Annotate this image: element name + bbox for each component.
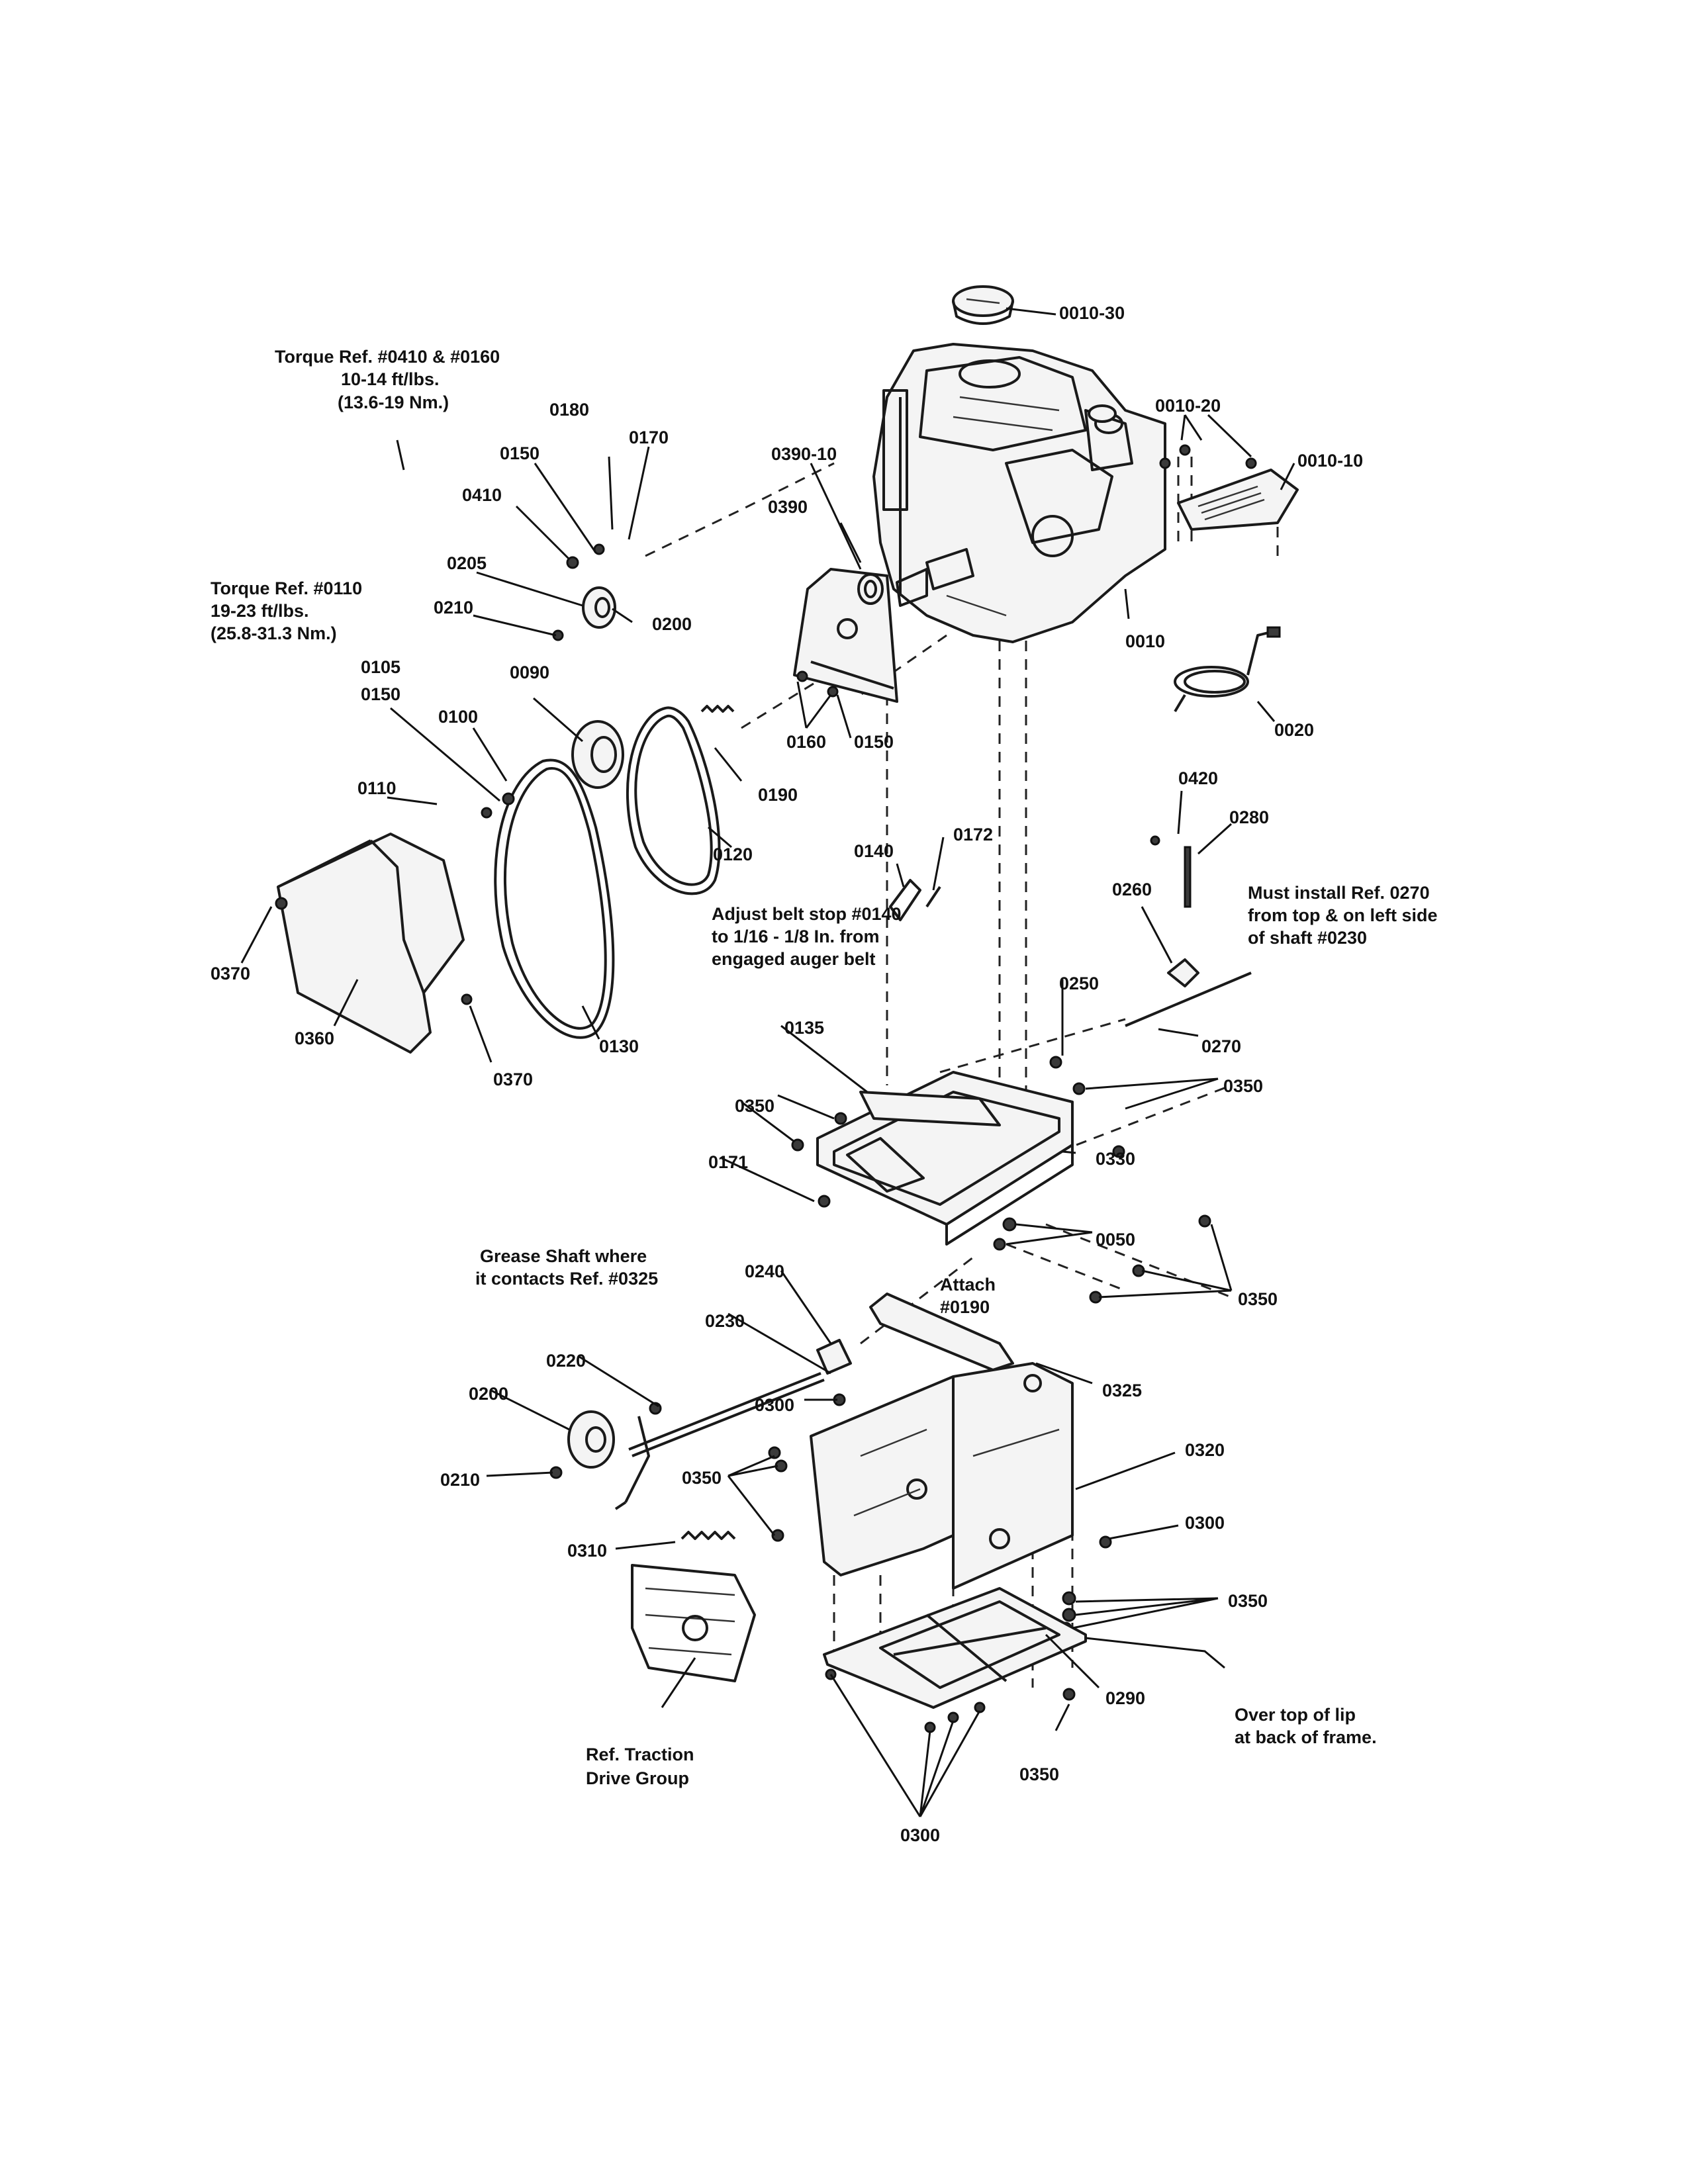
engine [872,285,1166,643]
label-0350: 0350 [1019,1764,1059,1784]
label-0210: 0210 [434,598,473,617]
base-plate [823,1587,1087,1709]
label-0370: 0370 [211,964,250,983]
label-0172: 0172 [953,825,993,844]
label-0120: 0120 [713,844,753,864]
label-0310: 0310 [567,1541,607,1561]
label-0350: 0350 [1238,1289,1278,1309]
heat-shield [1177,469,1299,531]
label-0050: 0050 [1096,1230,1135,1250]
traction-drive-group [631,1531,756,1682]
label-0300: 0300 [1185,1513,1225,1533]
leader-lines [240,307,1295,1817]
label-0210: 0210 [440,1470,480,1490]
label-0150: 0150 [500,443,539,463]
belts [494,706,721,1039]
label-0330: 0330 [1096,1149,1135,1169]
label-0250: 0250 [1059,974,1099,993]
install-0270-note-line3: of shaft #0230 [1248,928,1367,948]
label-0100: 0100 [438,707,478,727]
label-0150: 0150 [361,684,400,704]
label-0010-30: 0010-30 [1059,303,1125,323]
lip-note-line2: at back of frame. [1235,1727,1377,1747]
torque-note-0410-line1: Torque Ref. #0410 & #0160 [275,347,500,367]
label-0350: 0350 [1223,1076,1263,1096]
label-0160: 0160 [786,732,826,752]
label-0350: 0350 [682,1468,722,1488]
frame [810,1362,1074,1590]
label-0130: 0130 [599,1036,639,1056]
torque-note-0110-line2: 19-23 ft/lbs. [211,601,309,621]
starter-cable [1174,626,1281,713]
label-0290: 0290 [1105,1688,1145,1708]
label-0150: 0150 [854,732,894,752]
label-0200: 0200 [652,614,692,634]
lip-note-line1: Over top of lip [1235,1705,1356,1725]
label-0270: 0270 [1201,1036,1241,1056]
label-0350: 0350 [735,1096,774,1116]
label-0170: 0170 [629,428,669,447]
label-0410: 0410 [462,485,502,505]
torque-note-0410-line3: (13.6-19 Nm.) [338,392,449,412]
label-0205: 0205 [447,553,487,573]
belt-stop-note-line3: engaged auger belt [712,949,876,969]
label-0350: 0350 [1228,1591,1268,1611]
label-0180: 0180 [549,400,589,420]
belt-stop-note-line2: to 1/16 - 1/8 In. from [712,927,880,946]
label-0280: 0280 [1229,807,1269,827]
attach-note-line2: #0190 [940,1297,990,1317]
label-0230: 0230 [705,1311,745,1331]
grease-note-line1: Grease Shaft where [480,1246,647,1266]
label-0190: 0190 [758,785,798,805]
attach-note-line1: Attach [940,1275,996,1295]
label-0171: 0171 [708,1152,748,1172]
annotations: Torque Ref. #0410 & #0160 10-14 ft/lbs. … [211,347,1438,1788]
install-0270-note-line1: Must install Ref. 0270 [1248,883,1430,903]
belt-cover [277,833,465,1054]
traction-note-line2: Drive Group [586,1768,689,1788]
label-0105: 0105 [361,657,400,677]
label-0220: 0220 [546,1351,586,1371]
label-0300: 0300 [755,1395,794,1415]
label-0300: 0300 [900,1825,940,1845]
label-0390-10: 0390-10 [771,444,837,464]
label-0390: 0390 [768,497,808,517]
label-0135: 0135 [784,1018,824,1038]
torque-note-0110-line1: Torque Ref. #0110 [211,578,362,598]
pulleys [567,586,624,1469]
label-0200: 0200 [469,1384,508,1404]
belt-stop-note-line1: Adjust belt stop #0140 [712,904,902,924]
label-0140: 0140 [854,841,894,861]
label-0260: 0260 [1112,880,1152,899]
label-0360: 0360 [295,1028,334,1048]
label-0010-20: 0010-20 [1155,396,1221,416]
label-0325: 0325 [1102,1381,1142,1400]
hardware [275,444,1257,1733]
traction-note-line1: Ref. Traction [586,1745,694,1764]
engine-mount-plate [793,568,928,703]
torque-note-0410-line2: 10-14 ft/lbs. [341,369,440,389]
label-0090: 0090 [510,662,549,682]
label-0420: 0420 [1178,768,1218,788]
mount-plate [816,1071,1074,1246]
shaft-and-bracket [614,1293,1014,1510]
part-labels: 0010-30 0010-20 0010-10 0010 0020 0390-1… [211,303,1363,1845]
label-0370: 0370 [493,1069,533,1089]
label-0320: 0320 [1185,1440,1225,1460]
label-0010: 0010 [1125,631,1165,651]
springs-and-stops [700,705,1252,1027]
torque-note-0110-line3: (25.8-31.3 Nm.) [211,623,337,643]
label-0020: 0020 [1274,720,1314,740]
install-0270-note-line2: from top & on left side [1248,905,1438,925]
grease-note-line2: it contacts Ref. #0325 [475,1269,658,1289]
label-0240: 0240 [745,1261,784,1281]
label-0110: 0110 [357,778,397,798]
label-0010-10: 0010-10 [1297,451,1363,471]
